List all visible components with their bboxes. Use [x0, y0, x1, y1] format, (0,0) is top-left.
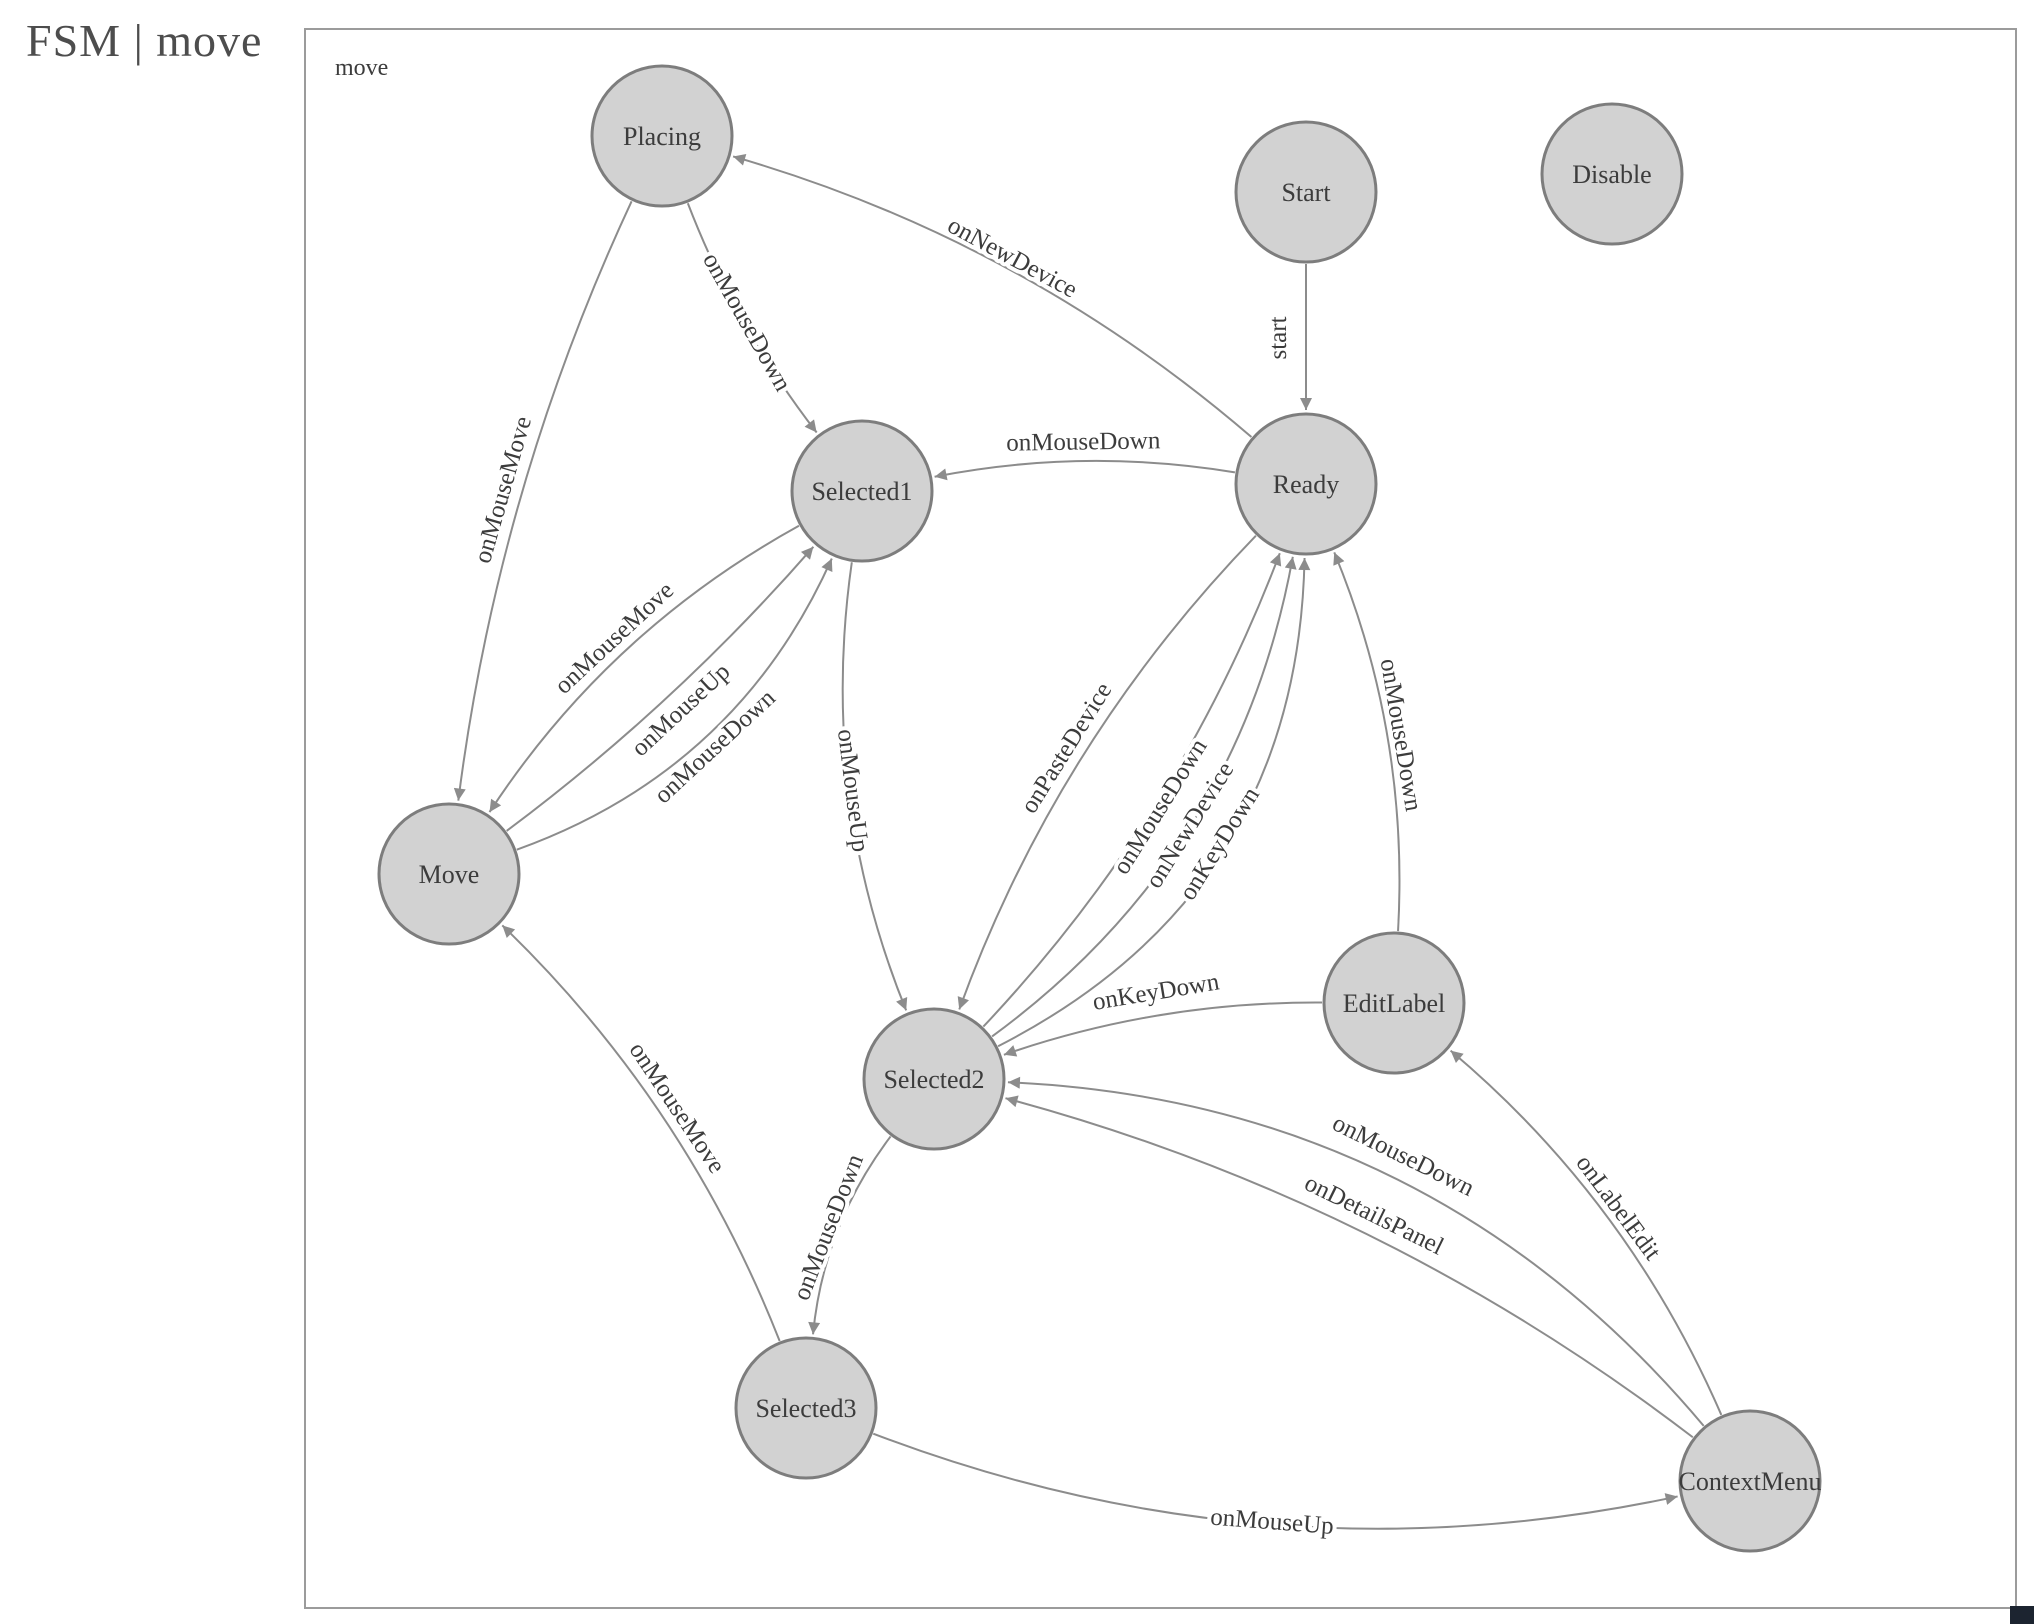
transition-Move-Selected1	[506, 546, 815, 832]
transition-Placing-Selected1	[686, 202, 818, 434]
diagram-border	[304, 28, 2017, 1609]
transition-label: onMouseDown	[697, 248, 796, 396]
state-Selected3[interactable]: Selected3	[734, 1336, 878, 1480]
state-Start[interactable]: Start	[1234, 120, 1378, 264]
state-label: Placing	[623, 122, 701, 151]
transition-EditLabel-Selected2	[1003, 1001, 1323, 1057]
transition-label: onMouseMove	[550, 577, 679, 700]
state-circle[interactable]	[790, 419, 934, 563]
state-circle[interactable]	[1540, 102, 1684, 246]
transition-EditLabel-Ready	[1333, 552, 1401, 932]
transition-Ready-Selected2	[957, 535, 1257, 1010]
state-circle[interactable]	[862, 1007, 1006, 1151]
transition-Selected2-Ready	[982, 552, 1282, 1028]
transition-label: onLabelEdit	[1570, 1150, 1665, 1265]
state-circle[interactable]	[1234, 412, 1378, 556]
transition-Selected2-Selected3	[808, 1135, 892, 1335]
transition-label: start	[1265, 316, 1292, 359]
state-ContextMenu[interactable]: ContextMenu	[1678, 1409, 1822, 1553]
transition-Selected1-Move	[488, 524, 800, 813]
transition-ContextMenu-Selected2	[1005, 1095, 1694, 1439]
transition-label: onMouseUp	[832, 728, 874, 854]
transition-label: onMouseDown	[1006, 427, 1161, 456]
transition-label: onNewDevice	[943, 212, 1082, 304]
state-Move[interactable]: Move	[377, 802, 521, 946]
state-circle[interactable]	[590, 64, 734, 208]
transition-label: onMouseUp	[1209, 1504, 1334, 1540]
transition-label: onMouseDown	[788, 1150, 869, 1304]
state-circle[interactable]	[1234, 120, 1378, 264]
transition-ContextMenu-Selected2	[1007, 1076, 1705, 1427]
transition-Selected3-Move	[501, 924, 781, 1342]
state-circle[interactable]	[1678, 1409, 1822, 1553]
transition-Ready-Selected1	[934, 459, 1236, 481]
transition-label: onPasteDevice	[1016, 678, 1118, 818]
state-label: Start	[1281, 178, 1331, 207]
state-Selected1[interactable]: Selected1	[790, 419, 934, 563]
state-Placing[interactable]: Placing	[590, 64, 734, 208]
transition-Selected3-ContextMenu	[872, 1432, 1678, 1530]
state-label: Disable	[1572, 160, 1651, 189]
state-Disable[interactable]: Disable	[1540, 102, 1684, 246]
transition-Selected1-Selected2	[841, 562, 908, 1011]
transition-Ready-Placing	[732, 154, 1253, 438]
state-circle[interactable]	[734, 1336, 878, 1480]
state-label: ContextMenu	[1679, 1467, 1822, 1496]
state-label: EditLabel	[1343, 989, 1446, 1018]
state-label: Move	[419, 860, 480, 889]
state-label: Selected1	[811, 477, 912, 506]
state-Ready[interactable]: Ready	[1234, 412, 1378, 556]
transition-label: onDetailsPanel	[1300, 1169, 1448, 1260]
page-title: FSM | move	[26, 15, 263, 66]
transition-Move-Selected1	[516, 558, 833, 851]
transition-Placing-Move	[453, 200, 633, 801]
resize-handle[interactable]	[2010, 1606, 2034, 1624]
state-circle[interactable]	[1322, 931, 1466, 1075]
transition-label: onMouseMove	[469, 413, 537, 566]
transition-Selected2-Ready	[991, 556, 1297, 1038]
transition-label: onMouseDown	[1375, 657, 1427, 814]
state-label: Ready	[1273, 470, 1339, 499]
transition-label: onMouseMove	[624, 1038, 731, 1179]
transition-Selected2-Ready	[997, 557, 1311, 1048]
state-Selected2[interactable]: Selected2	[862, 1007, 1006, 1151]
transition-ContextMenu-EditLabel	[1449, 1049, 1723, 1416]
state-label: Selected3	[755, 1394, 856, 1423]
canvas-label: move	[335, 55, 388, 81]
state-label: Selected2	[883, 1065, 984, 1094]
state-EditLabel[interactable]: EditLabel	[1322, 931, 1466, 1075]
state-circle[interactable]	[377, 802, 521, 946]
